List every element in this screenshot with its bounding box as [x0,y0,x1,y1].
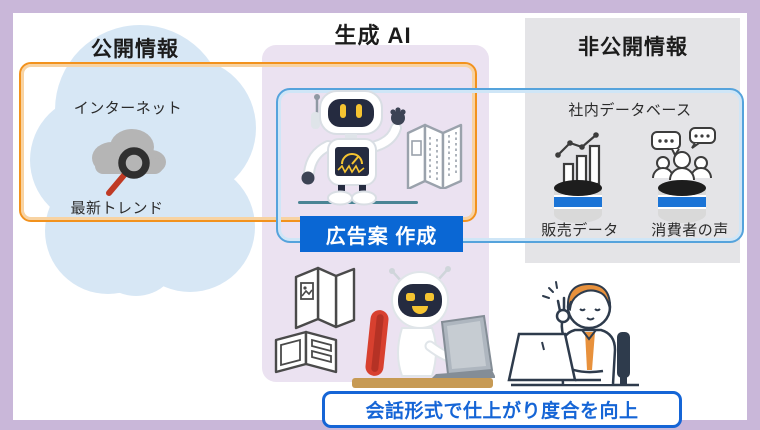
robot-typing-icon [352,266,495,388]
latest-trend-label: 最新トレンド [70,200,164,217]
genai-title: 生成 AI [334,23,412,48]
public-cloud-shape [92,208,180,296]
internet-label: インターネット [73,100,183,117]
person-ok-icon [507,281,639,387]
public-info-ring [19,62,477,222]
private-info-title: 非公開情報 [578,36,688,59]
map-icon [406,123,463,189]
shared-info-ring [276,88,744,243]
cloud-search-icon [92,129,166,196]
public-info-title: 公開情報 [91,38,179,61]
internal-database-label: 社内データベース [568,102,692,119]
consumer-voice-label: 消費者の声 [651,222,729,239]
sales-data-label: 販売データ [541,222,619,239]
voices-database-icon [651,127,716,223]
ad-draft-action-box: 広告案 作成 [300,216,463,252]
brochure-icon [274,266,356,374]
conversation-caption-box: 会話形式で仕上がり度合を向上 [322,391,682,428]
sales-database-icon [554,132,602,223]
robot-icon [301,90,406,206]
open-book-icon [274,330,338,374]
